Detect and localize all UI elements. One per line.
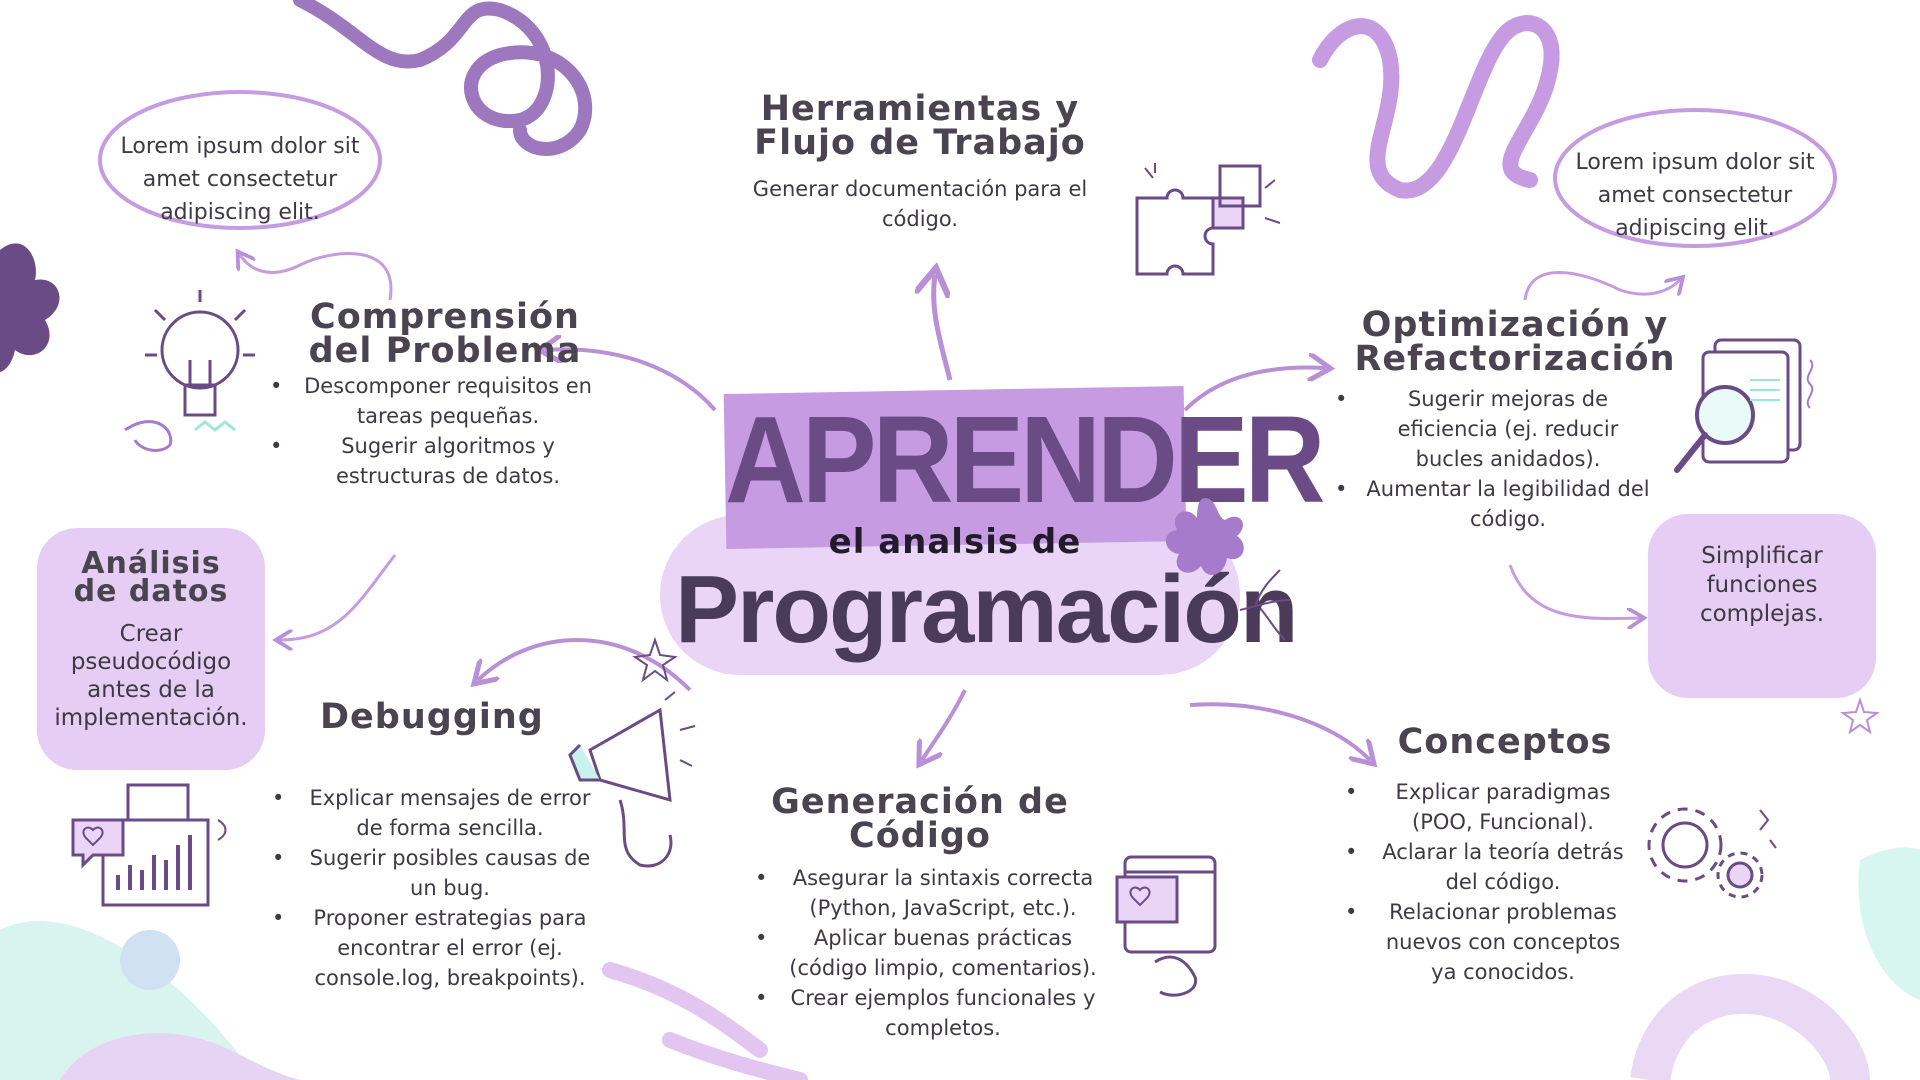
star-small-1 xyxy=(632,636,678,683)
dot-bottom-left xyxy=(120,930,180,990)
node-debugging: Debugging xyxy=(320,697,544,737)
debugging-title: Debugging xyxy=(320,697,544,737)
center-line2: el analsis de xyxy=(828,522,1082,562)
bubble-right-outline xyxy=(1553,108,1837,248)
connector-bubble-right xyxy=(1523,271,1680,301)
connector-simplificar xyxy=(1508,564,1640,619)
list-item: Relacionar problemas nuevos con concepto… xyxy=(1345,897,1635,987)
node-optimizacion: Optimización y Refactorización xyxy=(1350,305,1680,379)
generacion-title: Generación de Código xyxy=(771,782,1069,856)
node-herramientas: Herramientas y Flujo de Trabajo Generar … xyxy=(740,92,1100,234)
scribble-top-right xyxy=(1312,15,1560,199)
connector-generacion xyxy=(922,689,967,760)
connector-analisis xyxy=(280,554,397,640)
herramientas-text: Generar documentación para el código. xyxy=(752,177,1088,231)
node-comprension: Comprensión del Problema xyxy=(290,297,600,371)
lightbulb-icon xyxy=(115,280,275,460)
bubble-left-outline xyxy=(98,90,382,230)
comprension-title: Comprensión del Problema xyxy=(308,297,582,371)
comprension-list: Descomponer requisitos en tareas pequeña… xyxy=(270,371,600,491)
puzzle-icon xyxy=(1125,158,1290,288)
flower-icon xyxy=(1165,498,1244,575)
connector-comprension xyxy=(545,349,717,412)
analisis-text: Crear pseudocódigo antes de la implement… xyxy=(54,621,248,731)
connector-conceptos xyxy=(1189,702,1370,760)
leaf-sprig-icon xyxy=(1239,569,1291,641)
conceptos-title: Conceptos xyxy=(1397,722,1613,762)
megaphone-icon xyxy=(560,690,700,880)
connector-bubble-left xyxy=(240,254,393,301)
gears-icon xyxy=(1630,790,1780,910)
blob-bottom-left-2 xyxy=(60,1033,300,1080)
generacion-list: Asegurar la sintaxis correcta (Python, J… xyxy=(755,863,1105,1043)
list-item: Descomponer requisitos en tareas pequeña… xyxy=(270,371,600,431)
analisis-box: Análisis de datos Crear pseudocódigo ant… xyxy=(37,528,265,770)
list-item: Crear ejemplos funcionales y completos. xyxy=(755,983,1105,1043)
list-item: Proponer estrategias para encontrar el e… xyxy=(272,903,602,993)
blob-bottom-right xyxy=(1858,847,1920,1000)
web-hand-icon xyxy=(1115,852,1225,1002)
connector-optimizacion xyxy=(1183,367,1325,412)
document-search-icon xyxy=(1665,330,1835,500)
conceptos-list: Explicar paradigmas (POO, Funcional). Ac… xyxy=(1345,777,1635,987)
list-item: Aclarar la teoría detrás del código. xyxy=(1345,837,1635,897)
optimizacion-title: Optimización y Refactorización xyxy=(1354,305,1676,379)
center-line1: APRENDER xyxy=(725,390,1326,529)
simplificar-text: Simplificar funciones complejas. xyxy=(1699,543,1825,627)
list-item: Explicar paradigmas (POO, Funcional). xyxy=(1345,777,1635,837)
analytics-chart-icon xyxy=(68,780,238,910)
list-item: Asegurar la sintaxis correcta (Python, J… xyxy=(755,863,1105,923)
list-item: Explicar mensajes de error de forma senc… xyxy=(272,783,602,843)
arc-bottom-right xyxy=(1630,973,1870,1080)
star-small-2 xyxy=(1840,696,1880,735)
list-item: Sugerir algoritmos y estructuras de dato… xyxy=(270,431,600,491)
center-line3: Programación xyxy=(675,556,1299,663)
list-item: Sugerir mejoras de eficiencia (ej. reduc… xyxy=(1335,384,1655,474)
scribble-top-left xyxy=(293,0,593,156)
connector-herramientas xyxy=(934,275,953,381)
herramientas-title: Herramientas y Flujo de Trabajo xyxy=(754,89,1086,163)
list-item: Aumentar la legibilidad del código. xyxy=(1335,474,1655,534)
bubble-left: Lorem ipsum dolor sit amet consectetur a… xyxy=(95,85,385,235)
center-title-block: APRENDER el analsis de Programación xyxy=(655,385,1326,680)
node-conceptos: Conceptos xyxy=(1380,722,1630,762)
bubble-right-text: Lorem ipsum dolor sit amet consectetur a… xyxy=(1575,150,1815,241)
list-item: Aplicar buenas prácticas (código limpio,… xyxy=(755,923,1105,983)
optimizacion-list: Sugerir mejoras de eficiencia (ej. reduc… xyxy=(1335,384,1655,534)
analisis-title: Análisis de datos xyxy=(73,546,229,609)
list-item: Sugerir posibles causas de un bug. xyxy=(272,843,602,903)
bubble-left-text: Lorem ipsum dolor sit amet consectetur a… xyxy=(120,134,360,225)
debugging-list: Explicar mensajes de error de forma senc… xyxy=(272,783,602,993)
flower-left xyxy=(0,243,60,372)
simplificar-box: Simplificar funciones complejas. xyxy=(1648,514,1876,698)
scribble-bottom-center xyxy=(602,962,808,1080)
node-generacion: Generación de Código xyxy=(770,782,1070,856)
bubble-right: Lorem ipsum dolor sit amet consectetur a… xyxy=(1550,103,1840,253)
connector-debugging xyxy=(478,638,692,692)
